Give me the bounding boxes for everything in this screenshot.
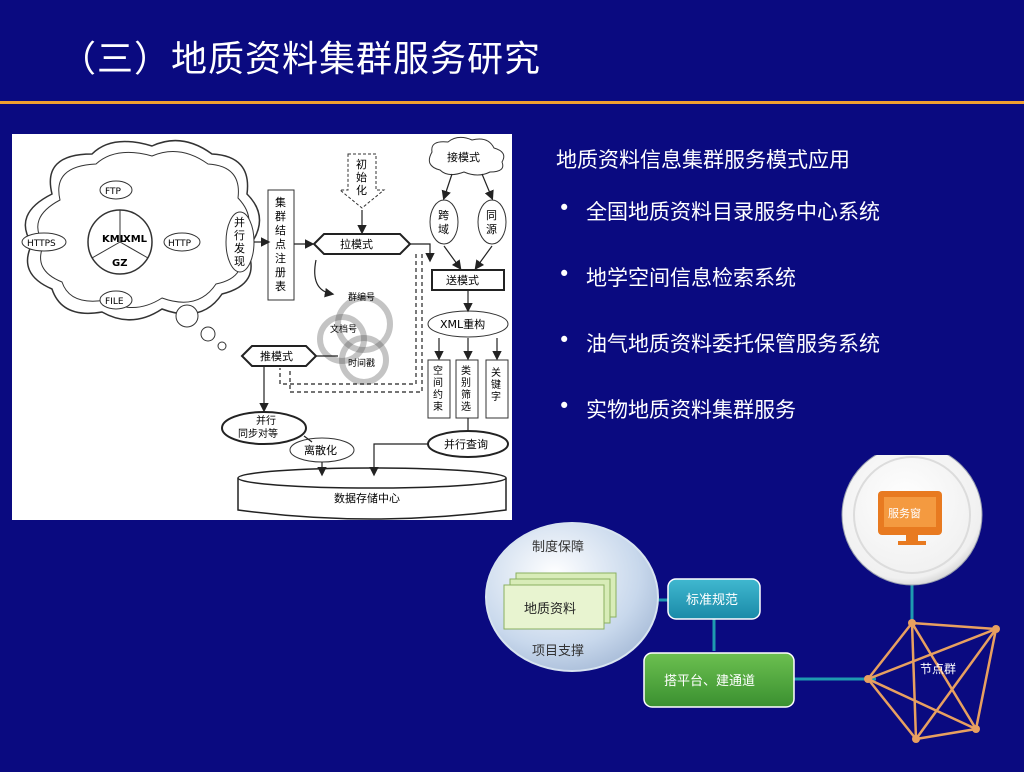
title-divider <box>0 101 1024 104</box>
bullet-dot: • <box>558 328 571 352</box>
service-model-diagram: 制度保障 地质资料 项目支撑 标准规范 搭平台、建通道 服务窗 节点群 <box>470 444 1024 768</box>
bullet-item: •实物地质资料集群服务 <box>558 394 796 422</box>
project-support-label: 项目支撑 <box>532 644 584 659</box>
storage-label: 数据存储中心 <box>334 491 400 505</box>
protocol-file: FILE <box>105 297 124 307</box>
bullet-dot: • <box>558 196 571 220</box>
system-guarantee-label: 制度保障 <box>532 539 584 555</box>
cycle-doc-number: 文档号 <box>330 323 357 335</box>
send-mode-label: 送模式 <box>446 273 479 287</box>
push-mode-label: 推模式 <box>260 349 293 363</box>
standards-label: 标准规范 <box>686 593 738 608</box>
platform-label: 搭平台、建通道 <box>664 673 755 689</box>
bullet-heading: 地质资料信息集群服务模式应用 <box>556 148 850 172</box>
format-kml: KML <box>102 234 127 245</box>
cross-domain-label: 跨域 <box>438 209 449 236</box>
node-cluster-label: 节点群 <box>920 662 956 676</box>
format-gz: GZ <box>112 258 127 269</box>
cycle-group-number: 群编号 <box>348 291 375 303</box>
discrete-label: 离散化 <box>304 443 337 457</box>
geo-data-label: 地质资料 <box>524 602 576 617</box>
cycle-timestamp: 时间戳 <box>348 357 375 369</box>
bullet-list: •全国地质资料目录服务中心系统 •地学空间信息检索系统 •油气地质资料委托保管服… <box>556 196 880 424</box>
cluster-service-flow-diagram: KML XML GZ FTP HTTPS HTTP FILE 并行发现 集群结点… <box>12 134 512 520</box>
protocol-https: HTTPS <box>27 239 56 249</box>
bullet-panel: 地质资料信息集群服务模式应用 •全国地质资料目录服务中心系统 •地学空间信息检索… <box>556 144 880 460</box>
protocol-http: HTTP <box>168 239 192 249</box>
bullet-item: •油气地质资料委托保管服务系统 <box>558 328 880 356</box>
same-source-label: 同源 <box>486 209 497 236</box>
filter-spatial: 空间约束 <box>433 364 443 413</box>
protocol-ftp: FTP <box>105 187 122 197</box>
parallel-query-label: 并行查询 <box>444 437 488 451</box>
svg-text:同步对等: 同步对等 <box>238 427 278 440</box>
filter-keyword: 关键字 <box>491 366 501 403</box>
xml-rebuild-label: XML重构 <box>440 317 485 331</box>
node-cluster-graph <box>866 621 998 741</box>
receive-mode-label: 接模式 <box>447 151 480 164</box>
pull-mode-label: 拉模式 <box>340 237 373 251</box>
format-xml: XML <box>123 234 148 245</box>
bullet-item: •全国地质资料目录服务中心系统 <box>558 196 880 224</box>
parallel-discovery-label: 并行发现 <box>234 215 245 268</box>
bullet-dot: • <box>558 262 571 286</box>
init-label: 初始化 <box>356 157 367 197</box>
sync-label: 并行 <box>256 414 276 427</box>
bullet-dot: • <box>558 394 571 418</box>
cluster-register-label: 集群结点注册表 <box>275 195 286 293</box>
filter-category: 类别筛选 <box>461 364 471 413</box>
page-title: （三）地质资料集群服务研究 <box>60 39 542 80</box>
service-window-label: 服务窗 <box>888 506 921 520</box>
bullet-item: •地学空间信息检索系统 <box>558 262 796 290</box>
